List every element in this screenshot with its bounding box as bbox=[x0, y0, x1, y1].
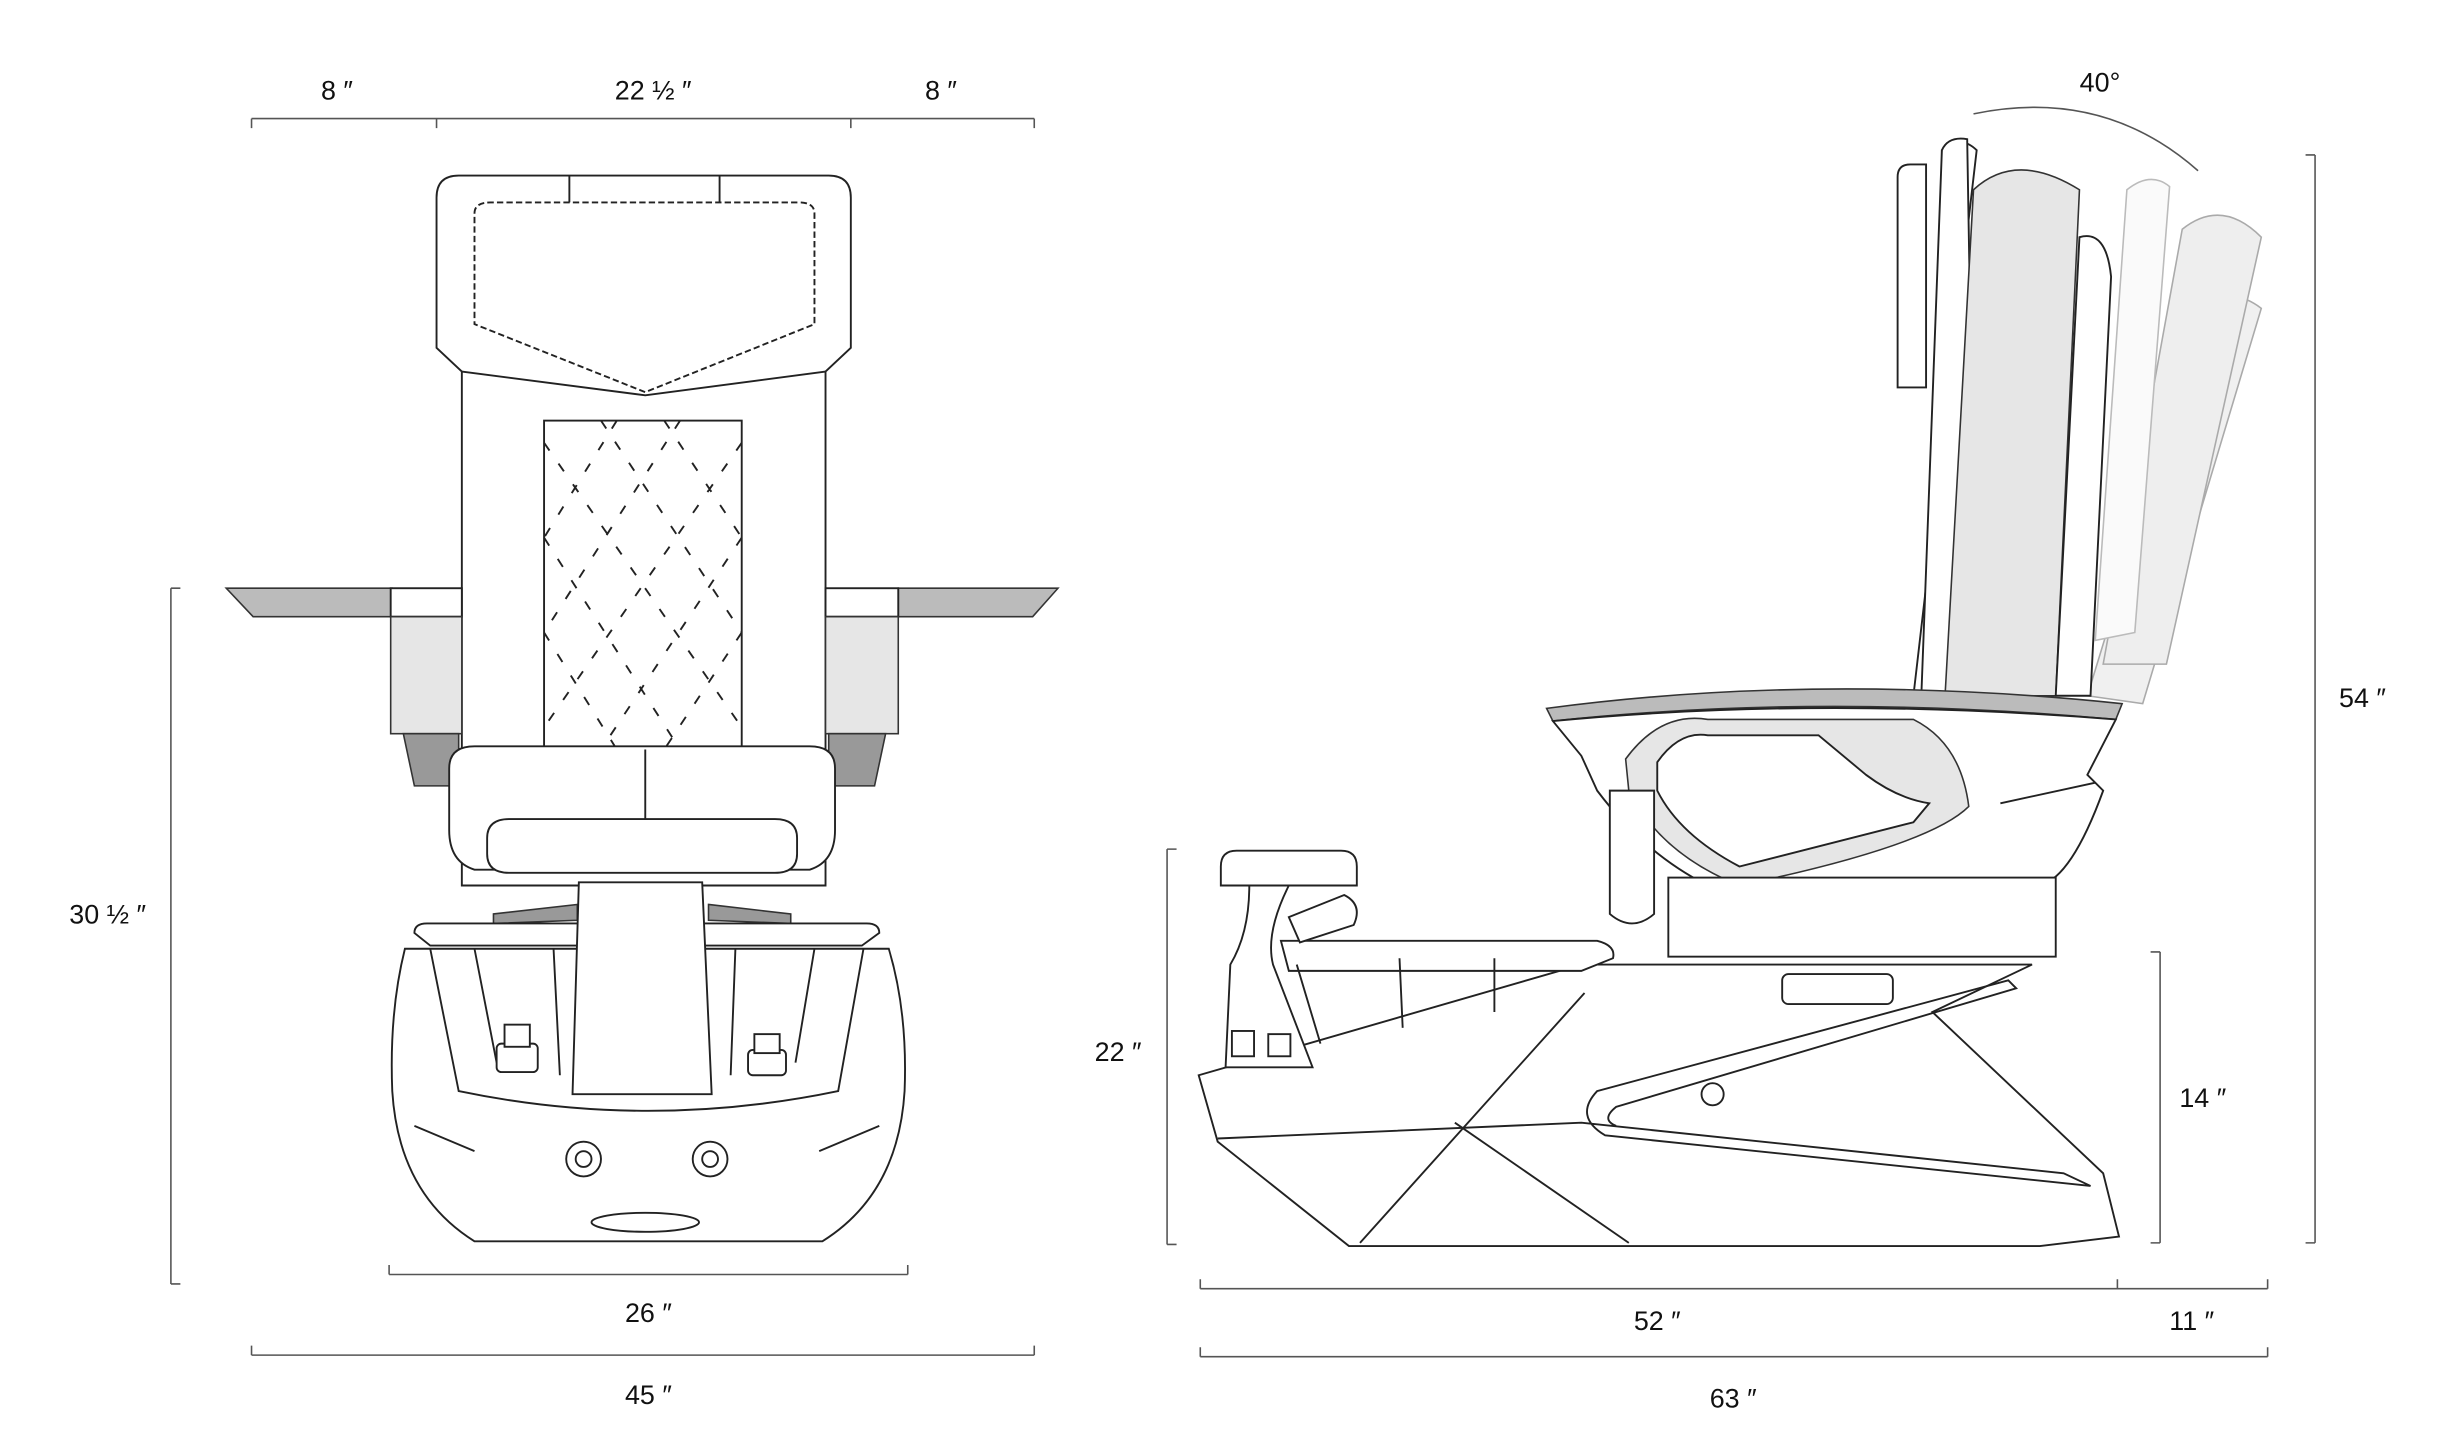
dim-recline-extension: 11 ″ bbox=[2169, 1306, 2214, 1336]
dim-top-center-width: 22 ½ ″ bbox=[615, 76, 692, 106]
dim-base-length: 52 ″ bbox=[1634, 1306, 1681, 1336]
dim-top-right-width: 8 ″ bbox=[925, 76, 957, 106]
dim-seat-base-height: 14 ″ bbox=[2179, 1083, 2226, 1113]
dim-overall-height: 54 ″ bbox=[2339, 683, 2386, 713]
dim-top-left-width: 8 ″ bbox=[321, 76, 353, 106]
front-view: 8 ″ 22 ½ ″ 8 ″ 30 ½ ″ 26 ″ 45 ″ bbox=[69, 76, 1060, 1410]
dim-front-height: 30 ½ ″ bbox=[69, 899, 146, 929]
front-dimension-lines bbox=[170, 117, 1036, 1356]
dim-overall-width: 45 ″ bbox=[625, 1380, 672, 1410]
side-chair-drawing bbox=[1197, 137, 2263, 1247]
front-chair-drawing bbox=[224, 174, 1060, 1243]
dim-recline-angle: 40° bbox=[2080, 68, 2121, 98]
dim-basin-height: 22 ″ bbox=[1095, 1037, 1142, 1067]
dim-base-width: 26 ″ bbox=[625, 1298, 672, 1328]
side-view: 40° 54 ″ 22 ″ 14 ″ 52 ″ 11 ″ 63 ″ bbox=[1095, 68, 2387, 1414]
dim-overall-length: 63 ″ bbox=[1710, 1383, 1757, 1413]
side-dimension-lines bbox=[1166, 106, 2316, 1358]
